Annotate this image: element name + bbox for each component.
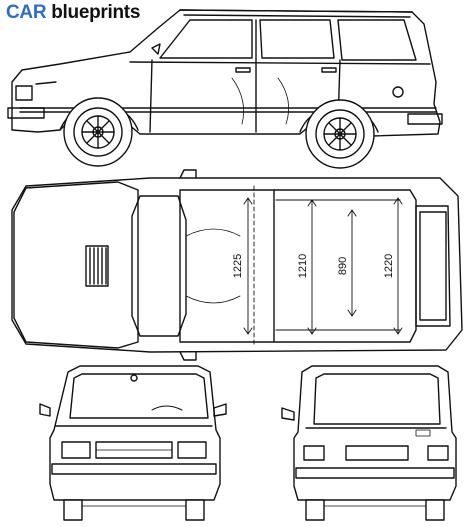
dimension-labels: 1225 1210 890 1220: [232, 254, 395, 278]
side-view: [7, 9, 443, 169]
dimension-label-1210: 1210: [297, 254, 309, 278]
rear-door-window: [259, 19, 335, 59]
front-view: [39, 365, 227, 521]
logo-blueprints: blueprints: [51, 2, 141, 23]
dimension-label-1220: 1220: [383, 254, 395, 278]
site-logo: CAR blueprints: [6, 2, 140, 24]
rear-quarter-window: [337, 19, 417, 61]
top-view: [11, 169, 463, 361]
dimension-label-1225: 1225: [232, 254, 244, 278]
rear-wheel: [305, 99, 375, 169]
front-wheel: [63, 97, 133, 167]
front-door-window: [159, 19, 253, 59]
rear-view: [281, 365, 457, 521]
hood-vent: [85, 245, 109, 287]
logo-car: CAR: [6, 2, 47, 23]
dimension-label-890: 890: [337, 257, 349, 275]
